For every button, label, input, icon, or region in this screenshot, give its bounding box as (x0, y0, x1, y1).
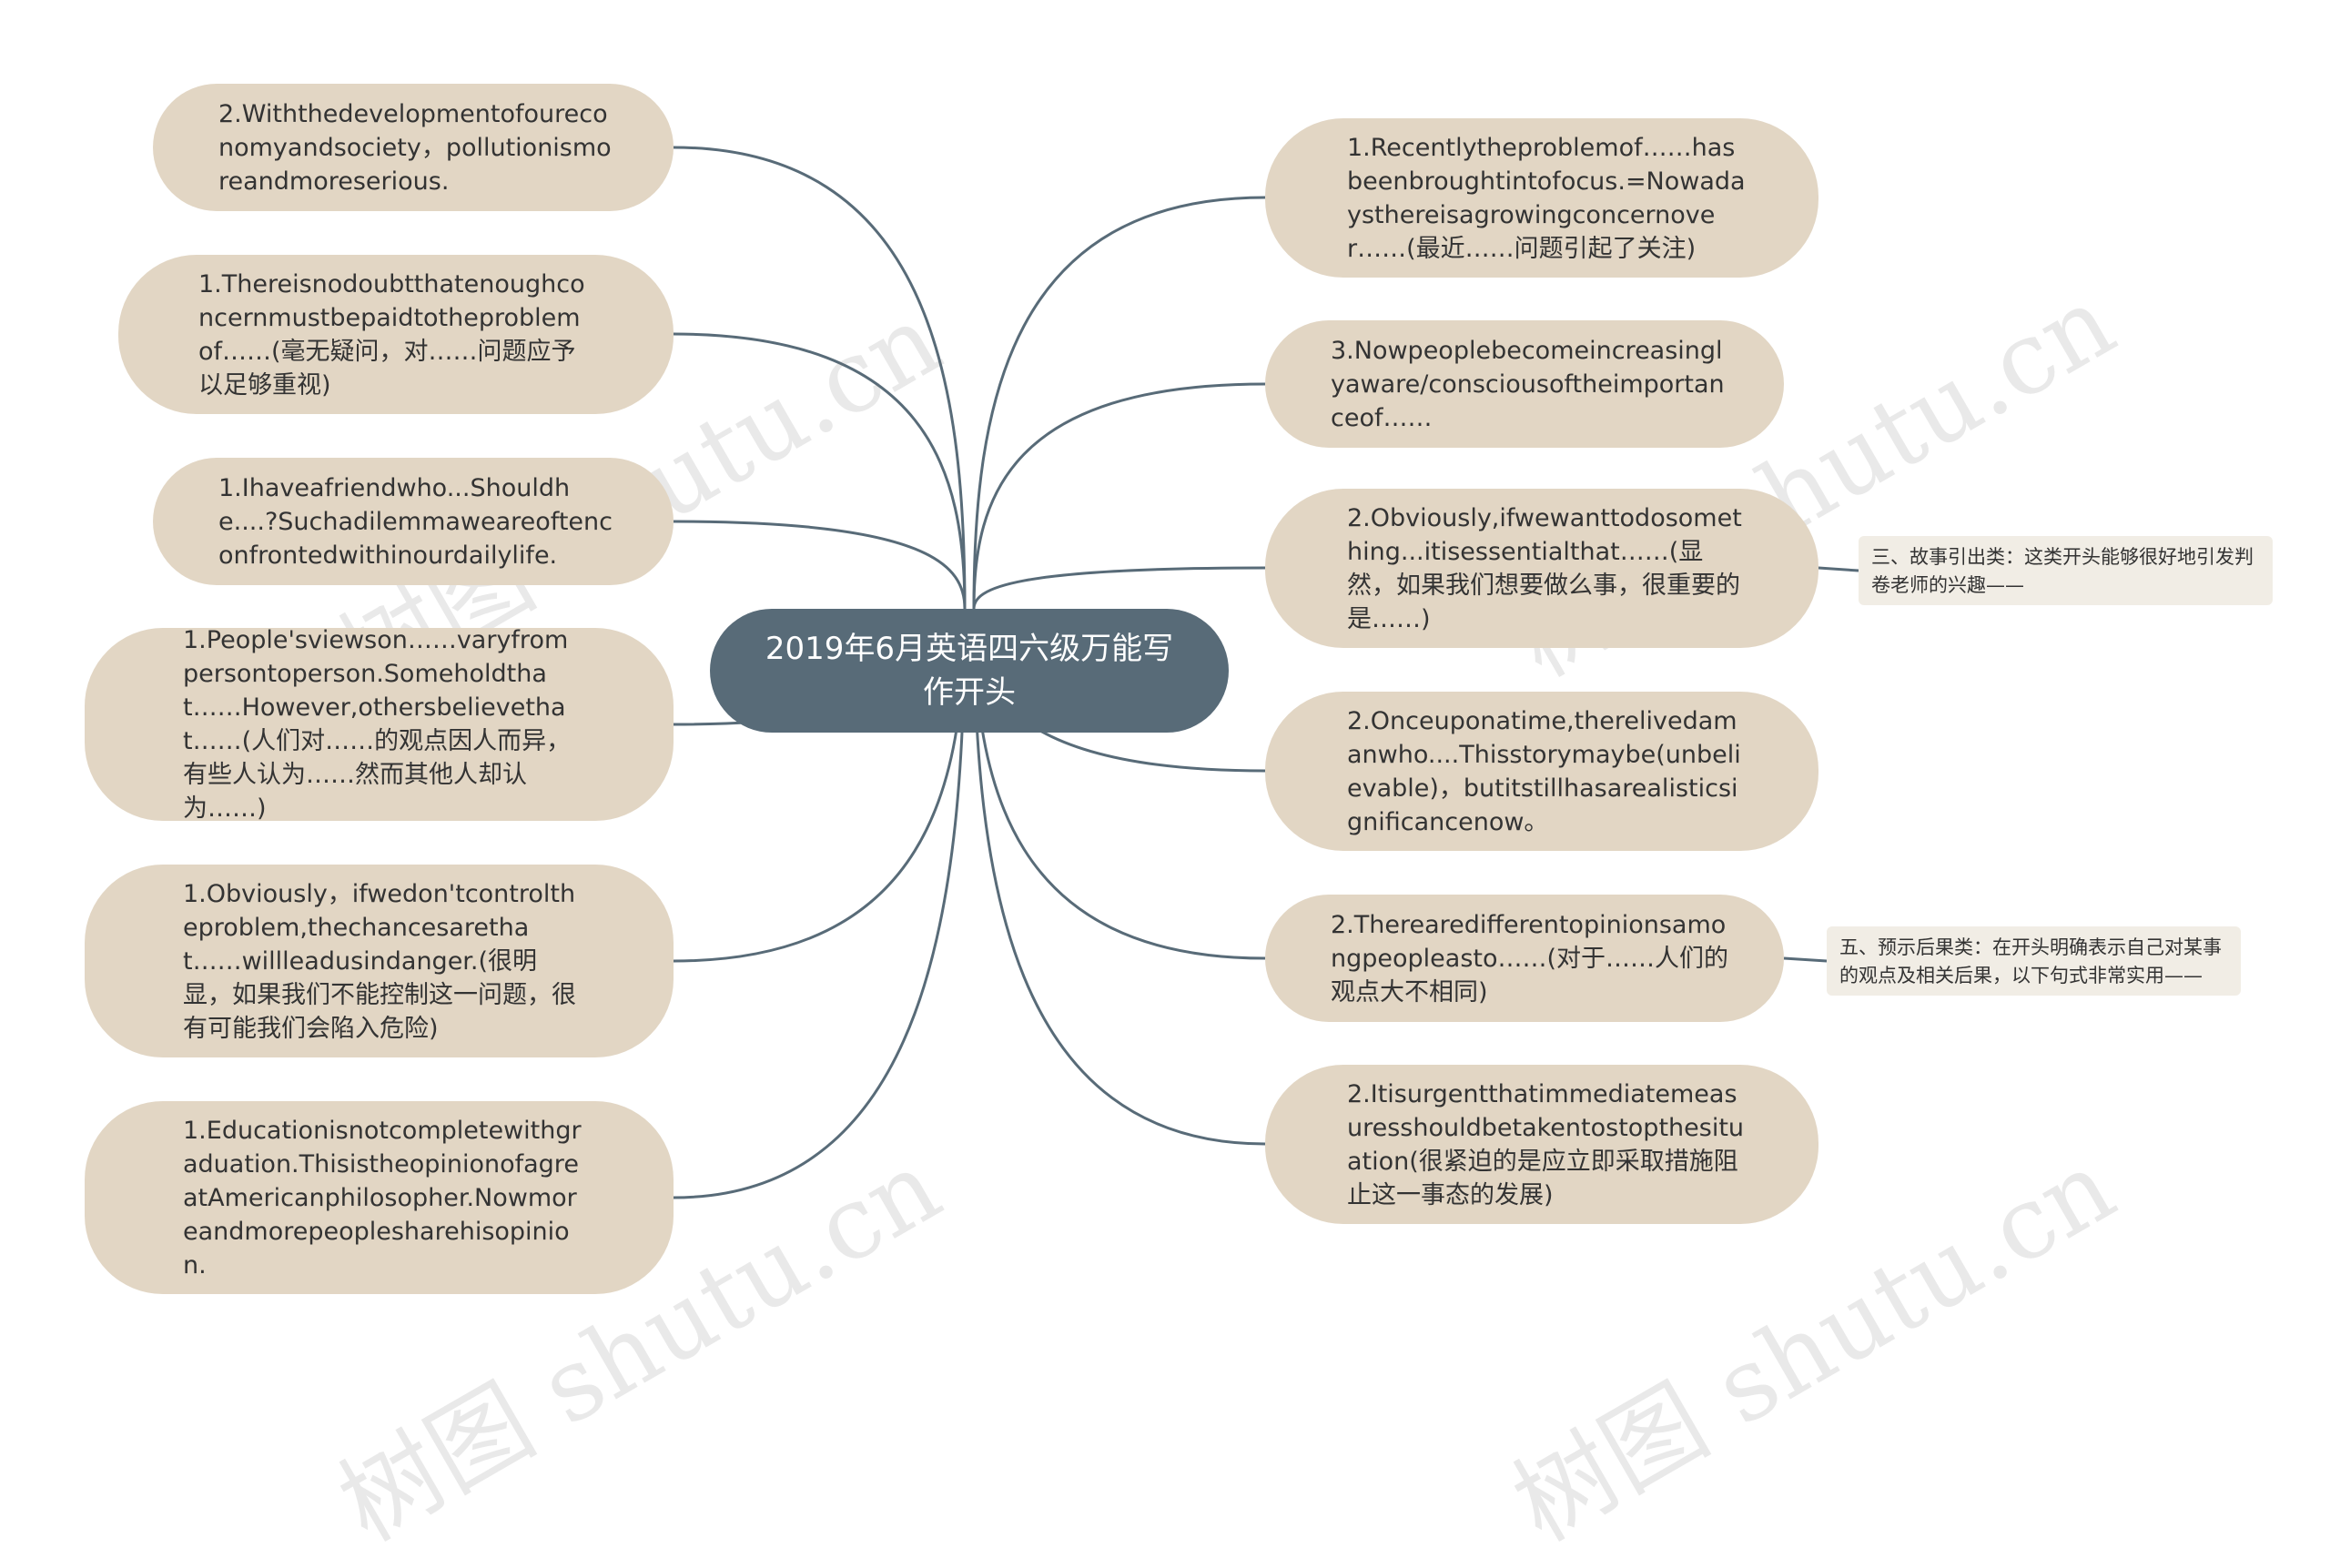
topic-node-right[interactable]: 2.Obviously,ifwewanttodosomething...itis… (1265, 489, 1818, 648)
connector-line (972, 566, 1266, 610)
note-connector-line (1783, 956, 1828, 963)
topic-text: 2.Therearedifferentopinionsamongpeopleas… (1331, 910, 1729, 1007)
topic-node-left[interactable]: 2.Withthedevelopmentofoureconomyandsocie… (153, 84, 674, 211)
note-connector-line (1818, 566, 1859, 572)
topic-node-left[interactable]: 1.Educationisnotcompletewithgraduation.T… (85, 1101, 674, 1294)
topic-text: 2.Onceuponatime,therelivedamanwho....Thi… (1347, 706, 1741, 836)
topic-text: 1.People'sviewson……varyfrompersontoperso… (183, 626, 572, 823)
note-text: 三、故事引出类：这类开头能够很好地引发判卷老师的兴趣—— (1871, 546, 2254, 596)
topic-text: 1.Obviously，ifwedon'tcontroltheproblem,t… (183, 879, 576, 1043)
topic-text: 2.Withthedevelopmentofoureconomyandsocie… (218, 99, 612, 196)
topic-node-right[interactable]: 1.Recentlytheproblemof……hasbeenbroughtin… (1265, 118, 1818, 278)
topic-text: 2.Obviously,ifwewanttodosomething...itis… (1347, 503, 1742, 633)
connector-line (673, 520, 967, 610)
topic-node-left[interactable]: 1.People'sviewson……varyfrompersontoperso… (85, 626, 674, 823)
topic-node-right[interactable]: 2.Itisurgentthatimmediatemeasuresshouldb… (1265, 1065, 1818, 1224)
topic-text: 1.Ihaveafriendwho...Shouldhe....?Suchadi… (218, 473, 613, 570)
connector-line (972, 382, 1266, 610)
connector-line (972, 196, 1266, 610)
central-topic[interactable]: 2019年6月英语四六级万能写作开头 (710, 609, 1229, 733)
connector-line (673, 332, 967, 610)
note-text: 五、预示后果类：在开头明确表示自己对某事的观点及相关后果，以下句式非常实用—— (1839, 936, 2222, 986)
topic-text: 2.Itisurgentthatimmediatemeasuresshouldb… (1347, 1079, 1745, 1209)
connector-line (673, 608, 967, 1199)
topic-node-right[interactable]: 2.Therearedifferentopinionsamongpeopleas… (1265, 895, 1784, 1022)
topic-node-right[interactable]: 2.Onceuponatime,therelivedamanwho....Thi… (1265, 692, 1818, 851)
topic-node-right[interactable]: 3.Nowpeoplebecomeincreasinglyaware/consc… (1265, 320, 1784, 448)
topic-text: 1.Recentlytheproblemof……hasbeenbroughtin… (1347, 133, 1746, 263)
topic-node-left[interactable]: 1.Obviously，ifwedon'tcontroltheproblem,t… (85, 865, 674, 1057)
topic-text: 1.Thereisnodoubtthatenoughconcernmustbep… (198, 269, 585, 400)
note-box[interactable]: 三、故事引出类：这类开头能够很好地引发判卷老师的兴趣—— (1859, 536, 2273, 605)
mindmap-canvas: 树图 shutu.cn 树图 shutu.cn 树图 shutu.cn 树图 s… (85, 84, 2273, 1563)
central-topic-label: 2019年6月英语四六级万能写作开头 (765, 631, 1174, 711)
topic-node-left[interactable]: 1.Ihaveafriendwho...Shouldhe....?Suchadi… (153, 458, 674, 585)
topic-text: 3.Nowpeoplebecomeincreasinglyaware/consc… (1331, 336, 1725, 432)
connector-line (673, 146, 967, 610)
note-box[interactable]: 五、预示后果类：在开头明确表示自己对某事的观点及相关后果，以下句式非常实用—— (1827, 926, 2241, 996)
topic-node-left[interactable]: 1.Thereisnodoubtthatenoughconcernmustbep… (118, 255, 674, 414)
topic-text: 1.Educationisnotcompletewithgraduation.T… (183, 1116, 582, 1280)
